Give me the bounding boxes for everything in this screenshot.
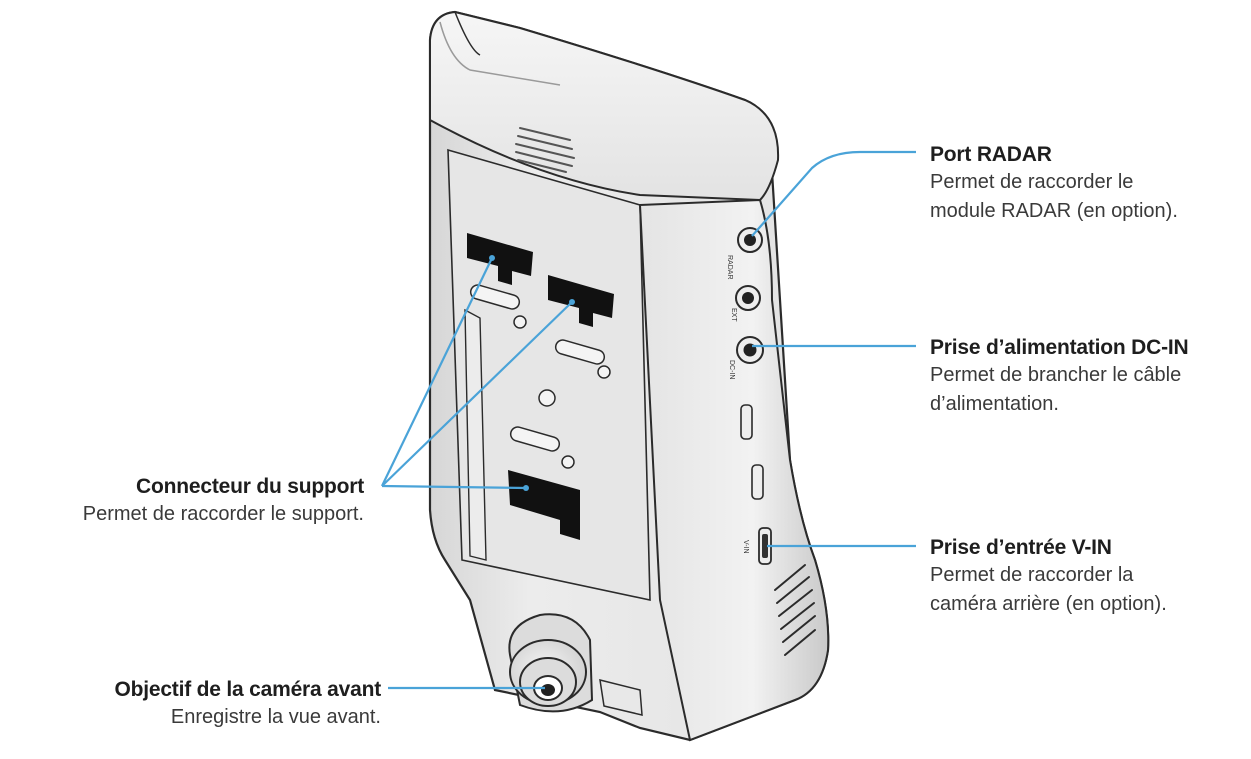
callout-lens: Objectif de la caméra avant Enregistre l… (114, 676, 381, 732)
callout-mount-desc: Permet de raccorder le support. (82, 503, 364, 525)
callout-dc-in-desc-2: d’alimentation. (930, 393, 1059, 415)
callout-lens-title: Objectif de la caméra avant (114, 678, 381, 701)
side-vent (774, 564, 816, 656)
callout-radar-desc-2: module RADAR (en option). (930, 200, 1178, 222)
callout-v-in-title: Prise d’entrée V-IN (930, 536, 1112, 559)
callout-mount-title: Connecteur du support (136, 475, 364, 498)
callout-mount: Connecteur du support Permet de raccorde… (83, 473, 364, 529)
ext-port-label: EXT (730, 308, 737, 322)
dc-in-port-label: DC-IN (728, 360, 735, 379)
leader-lines (381, 150, 916, 690)
callout-dc-in-desc-1: Permet de brancher le câble (930, 364, 1182, 386)
callout-v-in-desc-2: caméra arrière (en option). (930, 593, 1167, 615)
v-in-port-label: V-IN (742, 540, 749, 554)
callout-v-in-desc-1: Permet de raccorder la (930, 564, 1134, 586)
callout-dc-in: Prise d’alimentation DC-IN Permet de bra… (930, 334, 1189, 419)
leader-radar (751, 150, 916, 237)
front-camera-lens (508, 613, 594, 713)
mount-connectors (467, 233, 614, 540)
leader-mount-1 (381, 257, 493, 487)
callout-radar-title: Port RADAR (930, 143, 1052, 166)
callout-dc-in-title: Prise d’alimentation DC-IN (930, 336, 1189, 359)
callout-lens-desc: Enregistre la vue avant. (170, 706, 381, 728)
leader-mount-2 (381, 301, 573, 487)
callout-v-in: Prise d’entrée V-IN Permet de raccorder … (930, 534, 1167, 619)
side-ports: RADAR EXT DC-IN V-IN (726, 227, 772, 565)
callout-radar-desc-1: Permet de raccorder le (930, 171, 1134, 193)
speaker-grille (515, 127, 575, 173)
callout-radar: Port RADAR Permet de raccorder le module… (930, 141, 1178, 226)
device-side (638, 198, 830, 742)
leader-mount-3 (381, 484, 527, 490)
radar-port-label: RADAR (726, 255, 733, 280)
